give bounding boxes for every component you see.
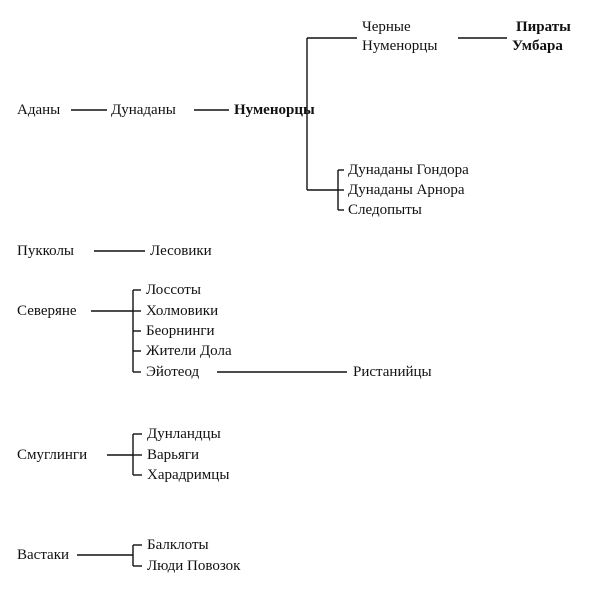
- node-lesoviki: Лесовики: [150, 243, 212, 259]
- node-dunedain-gondor: Дунаданы Гондора: [348, 162, 469, 178]
- node-lyudi-povozok: Люди Повозок: [147, 558, 241, 574]
- node-eotheod: Эйотеод: [146, 364, 200, 380]
- node-dunadany: Дунаданы: [111, 102, 176, 118]
- node-vastaki: Вастаки: [17, 547, 70, 563]
- node-dunedain-arnor: Дунаданы Арнора: [348, 182, 465, 198]
- node-black-numenoreans-line1: Черные: [362, 19, 411, 35]
- node-pukkoly: Пукколы: [17, 243, 75, 259]
- node-ristaniytsy: Ристанийцы: [353, 364, 432, 380]
- node-haradrimtsy: Харадримцы: [147, 467, 230, 483]
- node-lossoty: Лоссоты: [146, 282, 201, 298]
- node-varyagi: Варьяги: [147, 447, 200, 463]
- node-black-numenoreans-line2: Нуменорцы: [362, 38, 438, 54]
- node-pirates-line2: Умбара: [512, 38, 563, 54]
- node-rangers: Следопыты: [348, 202, 422, 218]
- node-smuglingi: Смуглинги: [17, 447, 88, 463]
- node-pirates-line1: Пираты: [516, 19, 571, 35]
- node-holmoviki: Холмовики: [146, 303, 219, 319]
- node-adany: Аданы: [17, 102, 61, 118]
- node-balkloty: Балклоты: [147, 537, 209, 553]
- node-dunlandtsy: Дунландцы: [147, 426, 221, 442]
- node-beorningi: Беорнинги: [146, 323, 215, 339]
- node-numenortsy: Нуменорцы: [234, 102, 315, 118]
- node-zhiteli-dola: Жители Дола: [146, 343, 232, 359]
- node-severyane: Северяне: [17, 303, 77, 319]
